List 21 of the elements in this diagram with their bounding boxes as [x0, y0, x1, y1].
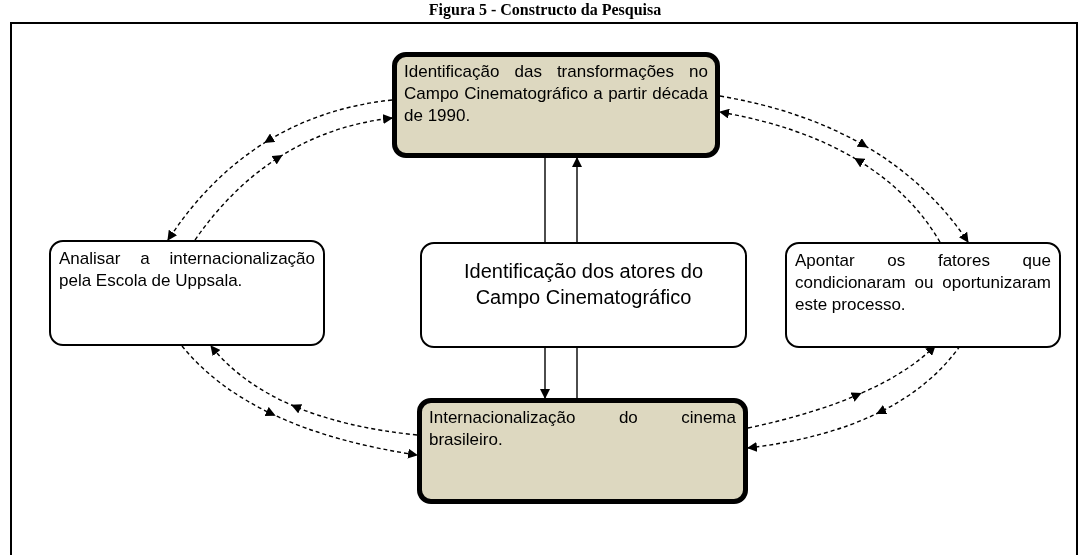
rounded-box — [49, 240, 325, 346]
box-text: Identificação das transformações no Campo Cinematográfico a partir década de 1990. — [404, 61, 708, 128]
box-text: Identificação dos atores do Campo Cinematográfico — [462, 259, 704, 310]
box-text: Analisar a internacionalização pela Escola de Uppsala. — [59, 248, 315, 293]
box-text: Apontar os fatores que condicionaram ou oportunizaram este processo. — [795, 250, 1051, 317]
rounded-box — [420, 242, 747, 348]
arrow — [572, 157, 582, 243]
rounded-box — [785, 242, 1061, 348]
figure-title: Figura 5 - Constructo da Pesquisa — [427, 1, 663, 19]
highlighted-box — [392, 52, 720, 158]
arrow — [194, 114, 393, 241]
arrow — [747, 345, 936, 429]
arrow — [719, 109, 941, 243]
arrow — [181, 345, 418, 459]
arrow — [167, 99, 393, 241]
arrow — [210, 345, 418, 436]
box-text: Internacionalização do cinema brasileiro. — [429, 407, 736, 452]
arrow — [747, 345, 961, 452]
arrow — [540, 347, 550, 399]
highlighted-box — [417, 398, 748, 504]
arrow — [719, 95, 969, 243]
